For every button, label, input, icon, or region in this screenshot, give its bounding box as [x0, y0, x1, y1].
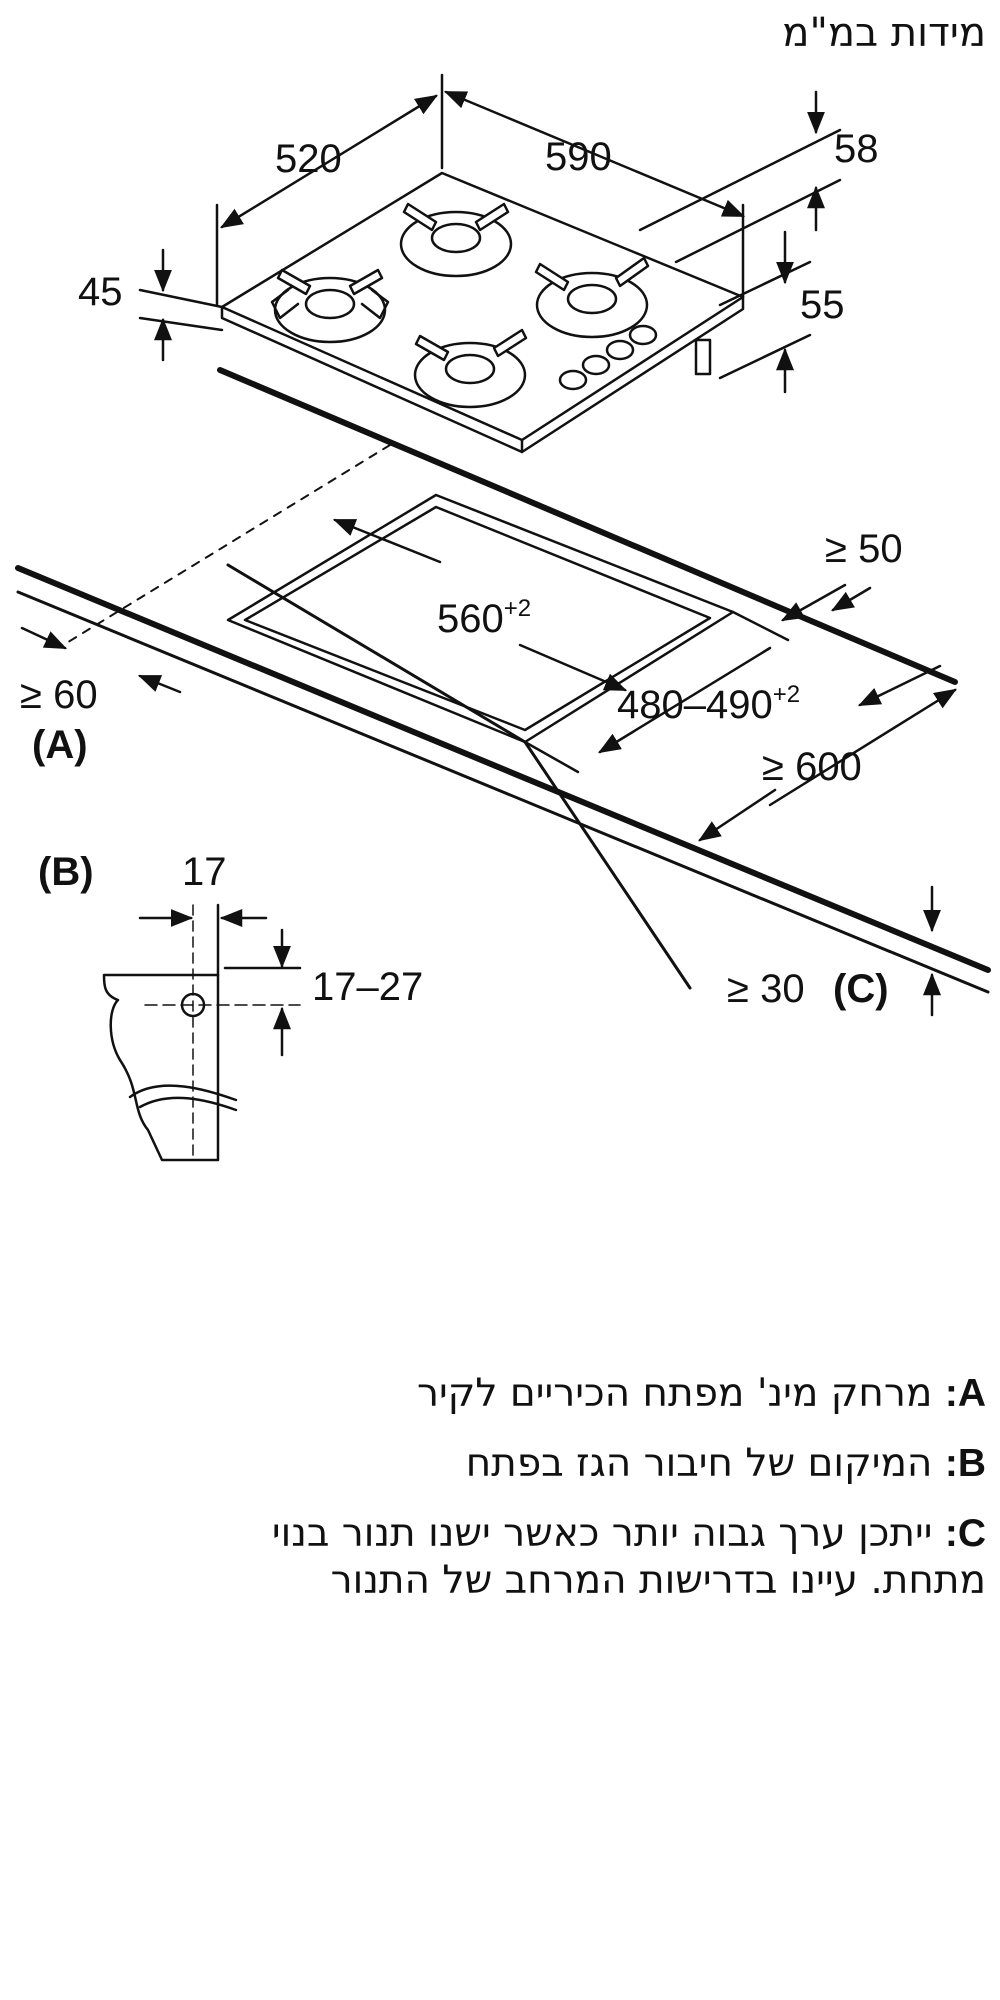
legend-a-key: A:: [944, 1372, 986, 1415]
burner-back-left: [270, 268, 390, 344]
burner-back-mid: [399, 202, 513, 278]
installation-diagram: 520 590 58 45 55 ≥ 50 560+2 480–490+2 ≥ …: [15, 73, 991, 1162]
legend-b-key: B:: [944, 1442, 986, 1485]
label-c: (C): [833, 967, 889, 1011]
burner-front: [413, 328, 528, 409]
dim-560-value: 560: [437, 597, 504, 641]
dim-min-60: ≥ 60: [20, 673, 98, 717]
legend-a: A: מרחק מינ' מפתח הכיריים לקיר: [166, 1370, 986, 1417]
dim-560: 560+2: [437, 595, 531, 641]
dim-55: 55: [800, 283, 845, 327]
countertop-drawing: [15, 367, 991, 994]
legend-c-key: C:: [944, 1512, 986, 1555]
control-knobs: [558, 324, 658, 391]
legend-a-text: מרחק מינ' מפתח הכיריים לקיר: [416, 1371, 933, 1416]
dim-min-600: ≥ 600: [762, 745, 862, 789]
units-title: מידות במ"מ: [782, 10, 986, 56]
gas-connection-detail: [102, 903, 302, 1162]
burner-front-right: [534, 256, 650, 339]
dim-17-27: 17–27: [312, 965, 423, 1009]
legend-b-text: המיקום של חיבור הגז בפתח: [465, 1441, 933, 1486]
dim-min-50: ≥ 50: [825, 527, 903, 571]
dim-45: 45: [78, 270, 123, 314]
dim-590: 590: [545, 135, 612, 179]
dim-min-30: ≥ 30: [727, 967, 805, 1011]
dim-17: 17: [182, 850, 227, 894]
dim-58: 58: [834, 127, 879, 171]
dim-520: 520: [275, 137, 342, 181]
label-b: (B): [38, 850, 94, 894]
legend-c-text: ייתכן ערך גבוה יותר כאשר ישנו תנור בנוי …: [271, 1511, 986, 1603]
dim-560-tolerance: +2: [504, 595, 531, 622]
label-a: (A): [32, 723, 88, 767]
legend-b: B: המיקום של חיבור הגז בפתח: [166, 1440, 986, 1487]
legend-c: C: ייתכן ערך גבוה יותר כאשר ישנו תנור בנ…: [166, 1510, 986, 1604]
dim-480-490-value: 480–490: [617, 683, 773, 727]
dim-480-490: 480–490+2: [617, 681, 800, 727]
dim-480-490-tolerance: +2: [773, 681, 800, 708]
hob-drawing: [220, 171, 745, 454]
